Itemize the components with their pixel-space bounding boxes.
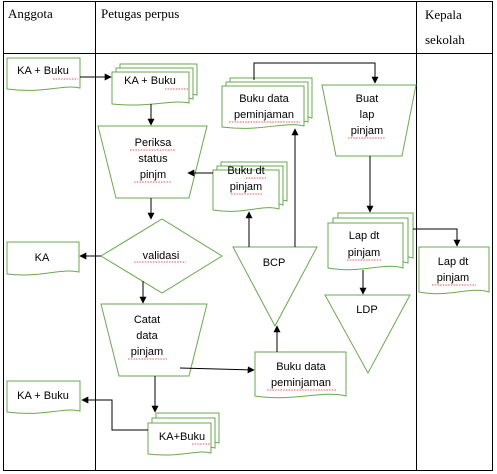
buku-data-peminjaman-bottom-document: Buku data peminjaman (254, 351, 347, 399)
lane-header-anggota: Anggota (8, 6, 53, 21)
kepala-lap-line1: Lap dt (438, 256, 469, 268)
lap-dt-pinjam-multidocument: Lap dt pinjam (327, 212, 414, 271)
validasi-decision: validasi (100, 218, 223, 294)
anggota-ka-buku-document: KA + Buku (6, 57, 81, 91)
catat-label-line1: Catat (134, 314, 160, 326)
buku-data-bottom-line2: peminjaman (271, 377, 331, 389)
lane-header-kepala-line1: Kepala (425, 7, 462, 22)
arrow-lapdt-to-kepala (413, 228, 461, 247)
connectors (79, 62, 461, 431)
buku-data-peminjaman-top-multidocument: Buku data peminjaman (221, 77, 313, 129)
ka-buku-label: KA+Buku (159, 431, 205, 443)
buku-dt-line1: Buku dt (227, 165, 264, 177)
buku-data-top-line1: Buku data (239, 93, 289, 105)
catat-data-manual-operation: Catat data pinjam (100, 303, 208, 377)
ka-buku-multidocument: KA+Buku (147, 412, 220, 456)
ldp-storage-triangle: LDP (324, 294, 411, 375)
arrow-catat-to-bukudata (179, 366, 255, 374)
buku-data-bottom-line1: Buku data (276, 361, 326, 373)
anggota-ka-buku-output-document: KA + Buku (6, 380, 81, 414)
anggota-ka-buku-label: KA + Buku (17, 65, 69, 77)
buku-data-top-line2: peminjaman (234, 109, 294, 121)
petugas-ka-buku-multidocument: KA + Buku (111, 63, 198, 106)
anggota-ka-label: KA (35, 252, 50, 264)
catat-label-line3: pinjam (131, 346, 163, 358)
lane-header-kepala-line2: sekolah (425, 32, 465, 47)
periksa-status-manual-operation: Periksa status pinjm (97, 125, 208, 199)
arrow-bukudata-to-buat (253, 62, 379, 84)
bcp-storage-triangle: BCP (232, 246, 318, 328)
buat-lap-manual-operation: Buat lap pinjam (321, 84, 417, 157)
buku-dt-pinjam-multidocument: Buku dt pinjam (212, 161, 288, 212)
ldp-label: LDP (356, 304, 377, 316)
catat-label-line2: data (136, 330, 158, 342)
lap-dt-line1: Lap dt (349, 230, 380, 242)
bcp-label: BCP (263, 257, 286, 269)
buat-label-line1: Buat (356, 93, 379, 105)
lap-dt-line2: pinjam (348, 247, 380, 259)
anggota-ka-buku-output-label: KA + Buku (17, 390, 69, 402)
validasi-label: validasi (143, 250, 180, 262)
swimlane-grid (3, 1, 493, 471)
kepala-lap-line2: pinjam (437, 272, 469, 284)
anggota-ka-document: KA (6, 241, 80, 276)
kepala-lap-dt-pinjam-document: Lap dt pinjam (418, 246, 490, 295)
buku-dt-line2: pinjam (230, 181, 262, 193)
lane-header-petugas: Petugas perpus (101, 6, 179, 21)
periksa-label-line1: Periksa (135, 137, 173, 149)
petugas-ka-buku-label: KA + Buku (124, 75, 176, 87)
arrow-kabuku-to-anggota (81, 396, 148, 431)
buat-label-line3: pinjam (351, 125, 383, 137)
periksa-label-line3: pinjm (140, 169, 166, 181)
buat-label-line2: lap (360, 109, 375, 121)
periksa-label-line2: status (138, 153, 168, 165)
spellcheck-underlines (53, 78, 476, 445)
